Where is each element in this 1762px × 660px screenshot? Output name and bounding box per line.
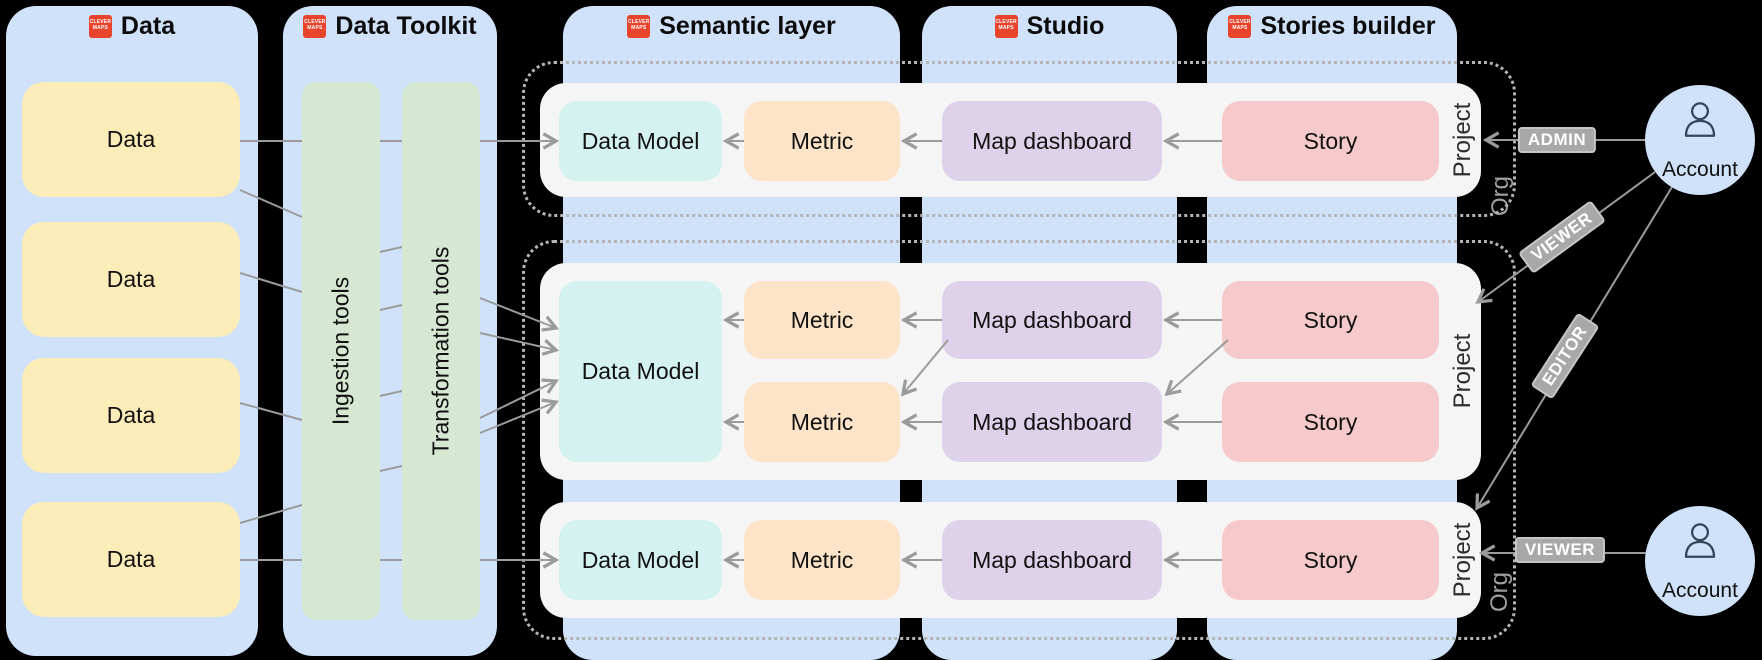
metric-box: Metric xyxy=(744,382,900,462)
map-dashboard-box: Map dashboard xyxy=(942,281,1162,359)
data-source-box: Data xyxy=(22,222,240,337)
line-ingestion-transformation xyxy=(379,246,403,253)
data-model-box: Data Model xyxy=(559,520,722,600)
logo-text-top: CLEVER xyxy=(89,19,112,26)
role-badge-admin: ADMIN xyxy=(1517,127,1597,153)
role-badge-viewer-bottom: VIEWER xyxy=(1514,537,1606,563)
data-model-box: Data Model xyxy=(559,101,722,181)
arrow-transformation-datamodel2 xyxy=(479,332,560,356)
logo-text-bottom: MAPS xyxy=(92,25,109,31)
story-box: Story xyxy=(1222,520,1439,600)
person-icon xyxy=(1684,102,1716,137)
map-dashboard-box: Map dashboard xyxy=(942,101,1162,181)
data-source-box: Data xyxy=(22,502,240,617)
org-boundary-2 xyxy=(522,240,1516,640)
account-node: Account xyxy=(1645,85,1755,195)
column-title: Studio xyxy=(1026,11,1105,40)
metric-box: Metric xyxy=(744,281,900,359)
person-icon xyxy=(1684,523,1716,558)
line-data3-ingestion xyxy=(239,402,303,421)
story-box: Story xyxy=(1222,382,1439,462)
map-dashboard-box: Map dashboard xyxy=(942,520,1162,600)
line-ingestion-transformation xyxy=(379,304,403,311)
metric-box: Metric xyxy=(744,520,900,600)
arrow-transformation-datamodel2 xyxy=(479,378,559,419)
line-ingestion-transformation xyxy=(379,465,403,472)
column-title: Semantic layer xyxy=(659,11,836,40)
data-source-box: Data xyxy=(22,82,240,197)
line-ingestion-transformation xyxy=(379,390,403,397)
column-title: Stories builder xyxy=(1260,11,1436,40)
metric-box: Metric xyxy=(744,101,900,181)
data-model-box: Data Model xyxy=(559,281,722,462)
arrow-story1-dashboard2 xyxy=(1164,339,1229,397)
story-box: Story xyxy=(1222,101,1439,181)
arrow-dashboard1-metric2 xyxy=(900,339,949,397)
arrow-transformation-datamodel2 xyxy=(479,398,560,434)
line-data2-ingestion xyxy=(239,272,303,293)
column-title: Data Toolkit xyxy=(335,11,477,40)
account-node: Account xyxy=(1645,506,1755,616)
account-label: Account xyxy=(1662,579,1738,602)
account-label: Account xyxy=(1662,158,1738,181)
data-source-box: Data xyxy=(22,358,240,473)
story-box: Story xyxy=(1222,281,1439,359)
line-data1b-ingestion xyxy=(239,189,303,218)
line-data4b-ingestion xyxy=(239,504,303,524)
arrow-transformation-datamodel2 xyxy=(479,297,560,332)
map-dashboard-box: Map dashboard xyxy=(942,382,1162,462)
transformation-tools-bar: Transformation tools xyxy=(402,82,480,620)
column-title: Data xyxy=(120,11,176,40)
ingestion-tools-bar: Ingestion tools xyxy=(302,82,380,620)
